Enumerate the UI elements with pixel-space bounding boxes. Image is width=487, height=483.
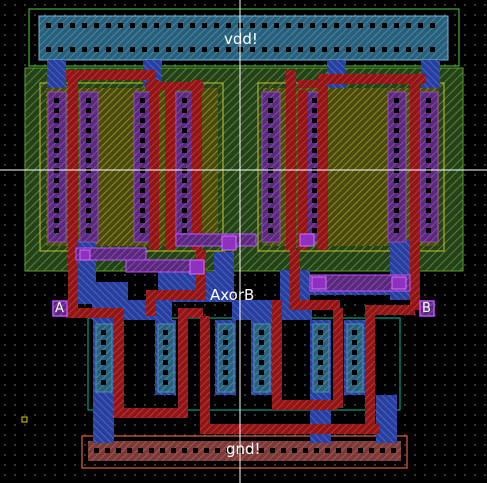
pmos-column (387, 91, 407, 243)
pmos-column (175, 91, 195, 243)
pmos-column (79, 91, 99, 243)
nmos-column (157, 323, 175, 393)
nmos-transistor-columns (95, 323, 364, 393)
gnd-rail (88, 441, 401, 461)
gnd-rail-outline (81, 435, 408, 469)
vdd-rail-contacts (46, 23, 435, 52)
nmos-column (346, 323, 364, 393)
input-b-label: B (422, 301, 431, 316)
gnd-label: gnd! (226, 440, 261, 458)
vdd-label: vdd! (224, 30, 258, 48)
pin-a-marker[interactable] (52, 300, 68, 317)
output-net-label: AxorB (210, 286, 255, 304)
pmos-transistor-columns (47, 91, 439, 243)
input-a-label: A (55, 301, 64, 316)
pmos-column (419, 91, 439, 243)
origin-marker (21, 416, 28, 423)
pmos-column (47, 91, 67, 243)
nmos-column (253, 323, 271, 393)
poly-contact-layer (75, 233, 411, 292)
gnd-rail-contacts (94, 448, 396, 453)
nmos-column (312, 323, 330, 393)
pmos-column (261, 91, 281, 243)
nmos-column (217, 323, 235, 393)
nwell-top-outline (28, 8, 460, 67)
nmos-column (95, 323, 113, 393)
pmos-column (133, 91, 153, 243)
pin-b-marker[interactable] (419, 300, 435, 317)
